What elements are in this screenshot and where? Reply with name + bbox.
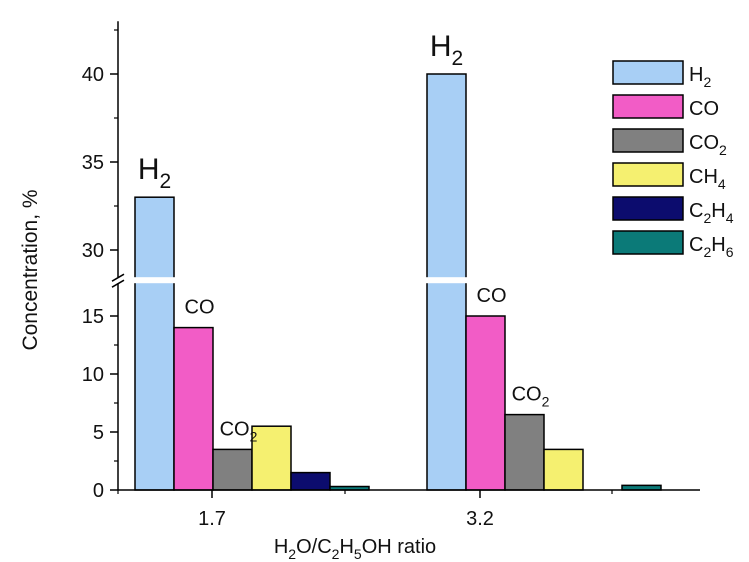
legend-label-4-part: 4: [726, 210, 734, 226]
annotation-5: CO2: [512, 384, 550, 410]
x-axis-label-part: H: [274, 536, 288, 558]
legend-label-5: C2H6: [689, 234, 734, 260]
bar-s4-c0: [290, 471, 331, 491]
annotation-0: H2: [138, 153, 171, 193]
legend-swatch-2: [612, 128, 684, 153]
legend-label-1: CO: [689, 98, 719, 120]
annotation-2-part: CO: [220, 418, 250, 440]
legend-label-2-part: 2: [719, 142, 727, 158]
bar-s3-c1: [543, 448, 584, 491]
legend-swatch-1: [612, 94, 684, 119]
x-axis-label-part: 5: [354, 546, 362, 562]
x-tick-label-3.2: 3.2: [466, 508, 494, 530]
bar-s1-c1: [465, 315, 506, 491]
annotation-0-part: H: [138, 153, 160, 186]
legend-label-3-part: CH: [689, 166, 718, 188]
x-axis-label-part: 2: [288, 546, 296, 562]
axis-break-gap: [110, 277, 530, 284]
x-tick-label-1.7: 1.7: [198, 508, 226, 530]
x-axis-label-part: O/C: [296, 536, 332, 558]
annotation-1-part: CO: [185, 297, 215, 319]
y-axis-label: Concentration, %: [19, 189, 42, 350]
legend-label-0-part: H: [689, 64, 703, 86]
annotation-3: H2: [430, 30, 463, 70]
legend-label-3-part: 4: [718, 176, 726, 192]
legend-label-0: H2: [689, 64, 711, 90]
legend-label-4-part: H: [711, 200, 725, 222]
annotation-2: CO2: [220, 418, 258, 444]
legend-label-5-part: 2: [703, 244, 711, 260]
legend-label-1-part: CO: [689, 98, 719, 120]
y-tick-label-40: 40: [82, 64, 104, 86]
y-tick-label-0: 0: [93, 480, 104, 502]
annotation-0-part: 2: [159, 170, 171, 193]
legend-label-5-part: C: [689, 234, 703, 256]
legend-swatch-0: [612, 60, 684, 85]
legend-label-3: CH4: [689, 166, 726, 192]
y-tick-label-30: 30: [82, 240, 104, 262]
bar-s1-c0: [173, 326, 214, 491]
bar-s2-c0: [212, 448, 253, 491]
y-tick-label-5: 5: [93, 422, 104, 444]
x-axis-label: H2O/C2H5OH ratio: [274, 536, 436, 562]
annotation-1: CO: [185, 297, 215, 319]
legend-label-0-part: 2: [703, 74, 711, 90]
annotation-3-part: H: [430, 30, 452, 63]
bar-s0-c0: [134, 196, 175, 491]
axis-break-mark: [111, 273, 125, 288]
x-axis-label-part: H: [339, 536, 353, 558]
legend-label-5-part: 6: [726, 244, 734, 260]
x-axis-label-part: OH ratio: [362, 536, 436, 558]
legend-swatch-5: [612, 230, 684, 255]
legend-label-4: C2H4: [689, 200, 734, 226]
annotation-5-part: CO: [512, 384, 542, 406]
annotation-2-part: 2: [250, 428, 258, 444]
y-tick-label-10: 10: [82, 364, 104, 386]
annotation-5-part: 2: [542, 394, 550, 410]
annotation-4: CO: [477, 285, 507, 307]
legend-swatch-4: [612, 196, 684, 221]
legend-label-2: CO2: [689, 132, 727, 158]
annotation-4-part: CO: [477, 285, 507, 307]
annotation-3-part: 2: [451, 47, 463, 70]
y-tick-label-15: 15: [82, 306, 104, 328]
legend-swatch-3: [612, 162, 684, 187]
legend-label-2-part: CO: [689, 132, 719, 154]
legend-label-4-part: 2: [703, 210, 711, 226]
bar-s3-c0: [251, 425, 292, 491]
bar-s2-c1: [504, 413, 545, 491]
x-axis-label-part: 2: [332, 546, 340, 562]
legend-label-4-part: C: [689, 200, 703, 222]
legend-label-5-part: H: [711, 234, 725, 256]
y-tick-label-35: 35: [82, 152, 104, 174]
